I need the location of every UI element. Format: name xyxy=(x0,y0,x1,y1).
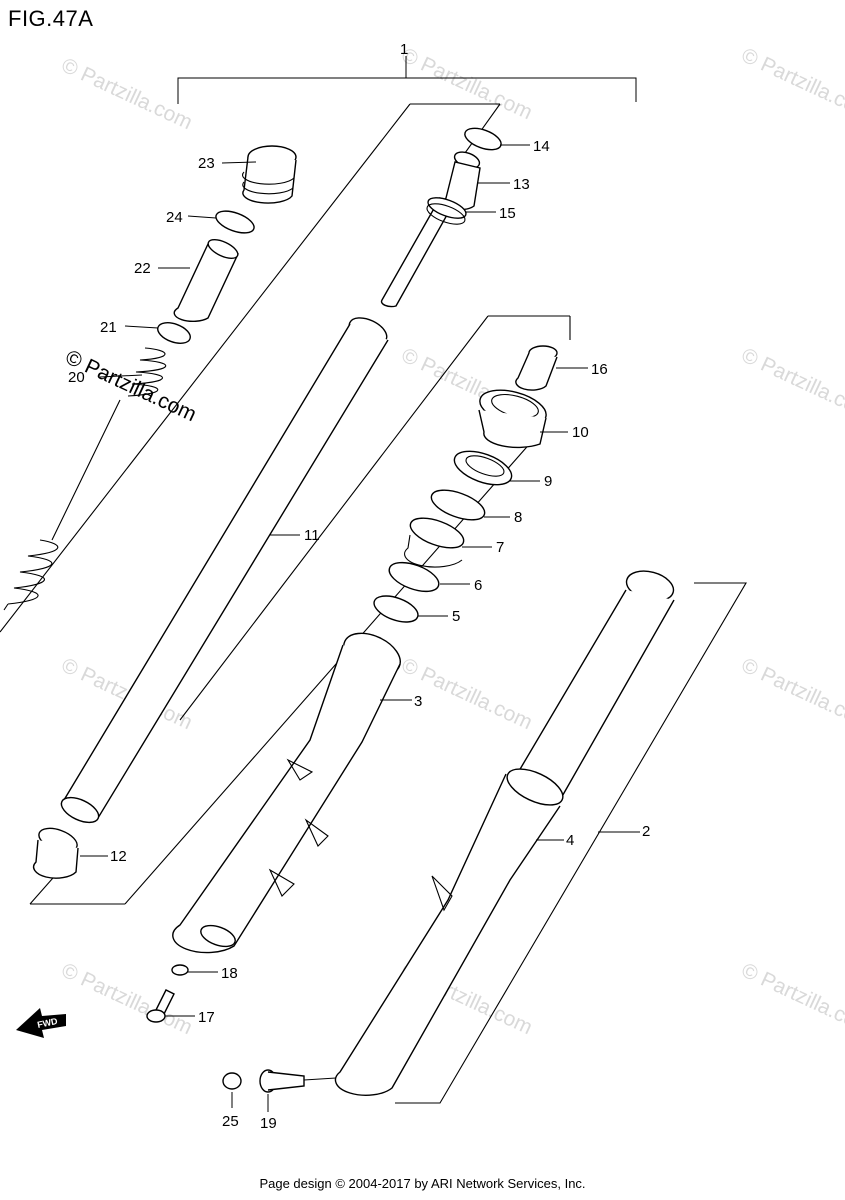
part-20-spring xyxy=(3,347,167,611)
callout-3: 3 xyxy=(414,693,422,710)
part-5-bushing xyxy=(373,595,419,623)
callout-23: 23 xyxy=(198,155,215,172)
part-15-piston-ring xyxy=(426,197,467,225)
part-22-spacer xyxy=(173,239,239,323)
callout-20: 20 xyxy=(68,369,85,386)
part-16-collar xyxy=(515,345,558,391)
part-8-circlip xyxy=(430,489,486,521)
part-11-inner-tube xyxy=(60,317,389,824)
callout-8: 8 xyxy=(514,509,522,526)
callout-9: 9 xyxy=(544,473,552,490)
footer-copyright: Page design © 2004-2017 by ARI Network S… xyxy=(259,1176,586,1191)
callout-2: 2 xyxy=(642,823,650,840)
panel-right-outline xyxy=(395,582,747,1104)
callout-25: 25 xyxy=(222,1113,239,1130)
callout-17: 17 xyxy=(198,1009,215,1026)
part-25-cap xyxy=(222,1072,242,1090)
callout-6: 6 xyxy=(474,577,482,594)
callout-24: 24 xyxy=(166,209,183,226)
panel-center-outline xyxy=(179,315,571,721)
watermark-dark-text: © Partzilla.com xyxy=(62,346,200,427)
callout-5: 5 xyxy=(452,608,460,625)
part-19-bolt xyxy=(259,1069,305,1093)
part-10-dust-seal xyxy=(478,389,547,449)
watermark-text: © Partzilla.com xyxy=(738,959,845,1040)
callout-1: 1 xyxy=(400,41,408,58)
callout-18: 18 xyxy=(221,965,238,982)
fwd-label: FWD xyxy=(36,1016,59,1030)
watermark-text: © Partzilla.com xyxy=(398,44,536,125)
watermark-text: © Partzilla.com xyxy=(738,44,845,125)
callout-14: 14 xyxy=(533,138,550,155)
bracket-1 xyxy=(177,56,637,104)
callout-16: 16 xyxy=(591,361,608,378)
part-18-washer xyxy=(171,964,189,976)
leader-lines xyxy=(80,144,640,1112)
part-24-o-ring xyxy=(215,210,255,234)
part-23-cap-bolt xyxy=(242,145,297,204)
callout-labels: 1 2 3 4 5 6 7 8 9 10 11 12 13 14 15 16 1… xyxy=(68,41,650,1132)
figure-title: FIG.47A xyxy=(8,6,94,31)
part-13-damper-rod xyxy=(380,151,481,308)
callout-13: 13 xyxy=(513,176,530,193)
part-17-bolt xyxy=(146,989,175,1023)
callout-12: 12 xyxy=(110,848,127,865)
fwd-arrow-icon: FWD xyxy=(16,1008,66,1038)
part-7-bushing xyxy=(404,517,465,568)
callout-10: 10 xyxy=(572,424,589,441)
watermark-text: © Partzilla.com xyxy=(738,344,845,425)
part-2-fork-tube xyxy=(334,570,675,1096)
callout-11: 11 xyxy=(304,527,320,544)
part-21-washer xyxy=(157,322,191,344)
callout-15: 15 xyxy=(499,205,516,222)
callout-7: 7 xyxy=(496,539,504,556)
callout-21: 21 xyxy=(100,319,117,336)
callout-19: 19 xyxy=(260,1115,277,1132)
callout-4: 4 xyxy=(566,832,574,849)
part-6-washer xyxy=(388,561,440,593)
callout-22: 22 xyxy=(134,260,151,277)
watermark-text: © Partzilla.com xyxy=(738,654,845,735)
part-9-oil-seal xyxy=(453,450,513,486)
part-12-bushing xyxy=(32,827,79,879)
watermark-text: © Partzilla.com xyxy=(58,54,196,135)
part-3-outer-tube xyxy=(172,632,401,954)
